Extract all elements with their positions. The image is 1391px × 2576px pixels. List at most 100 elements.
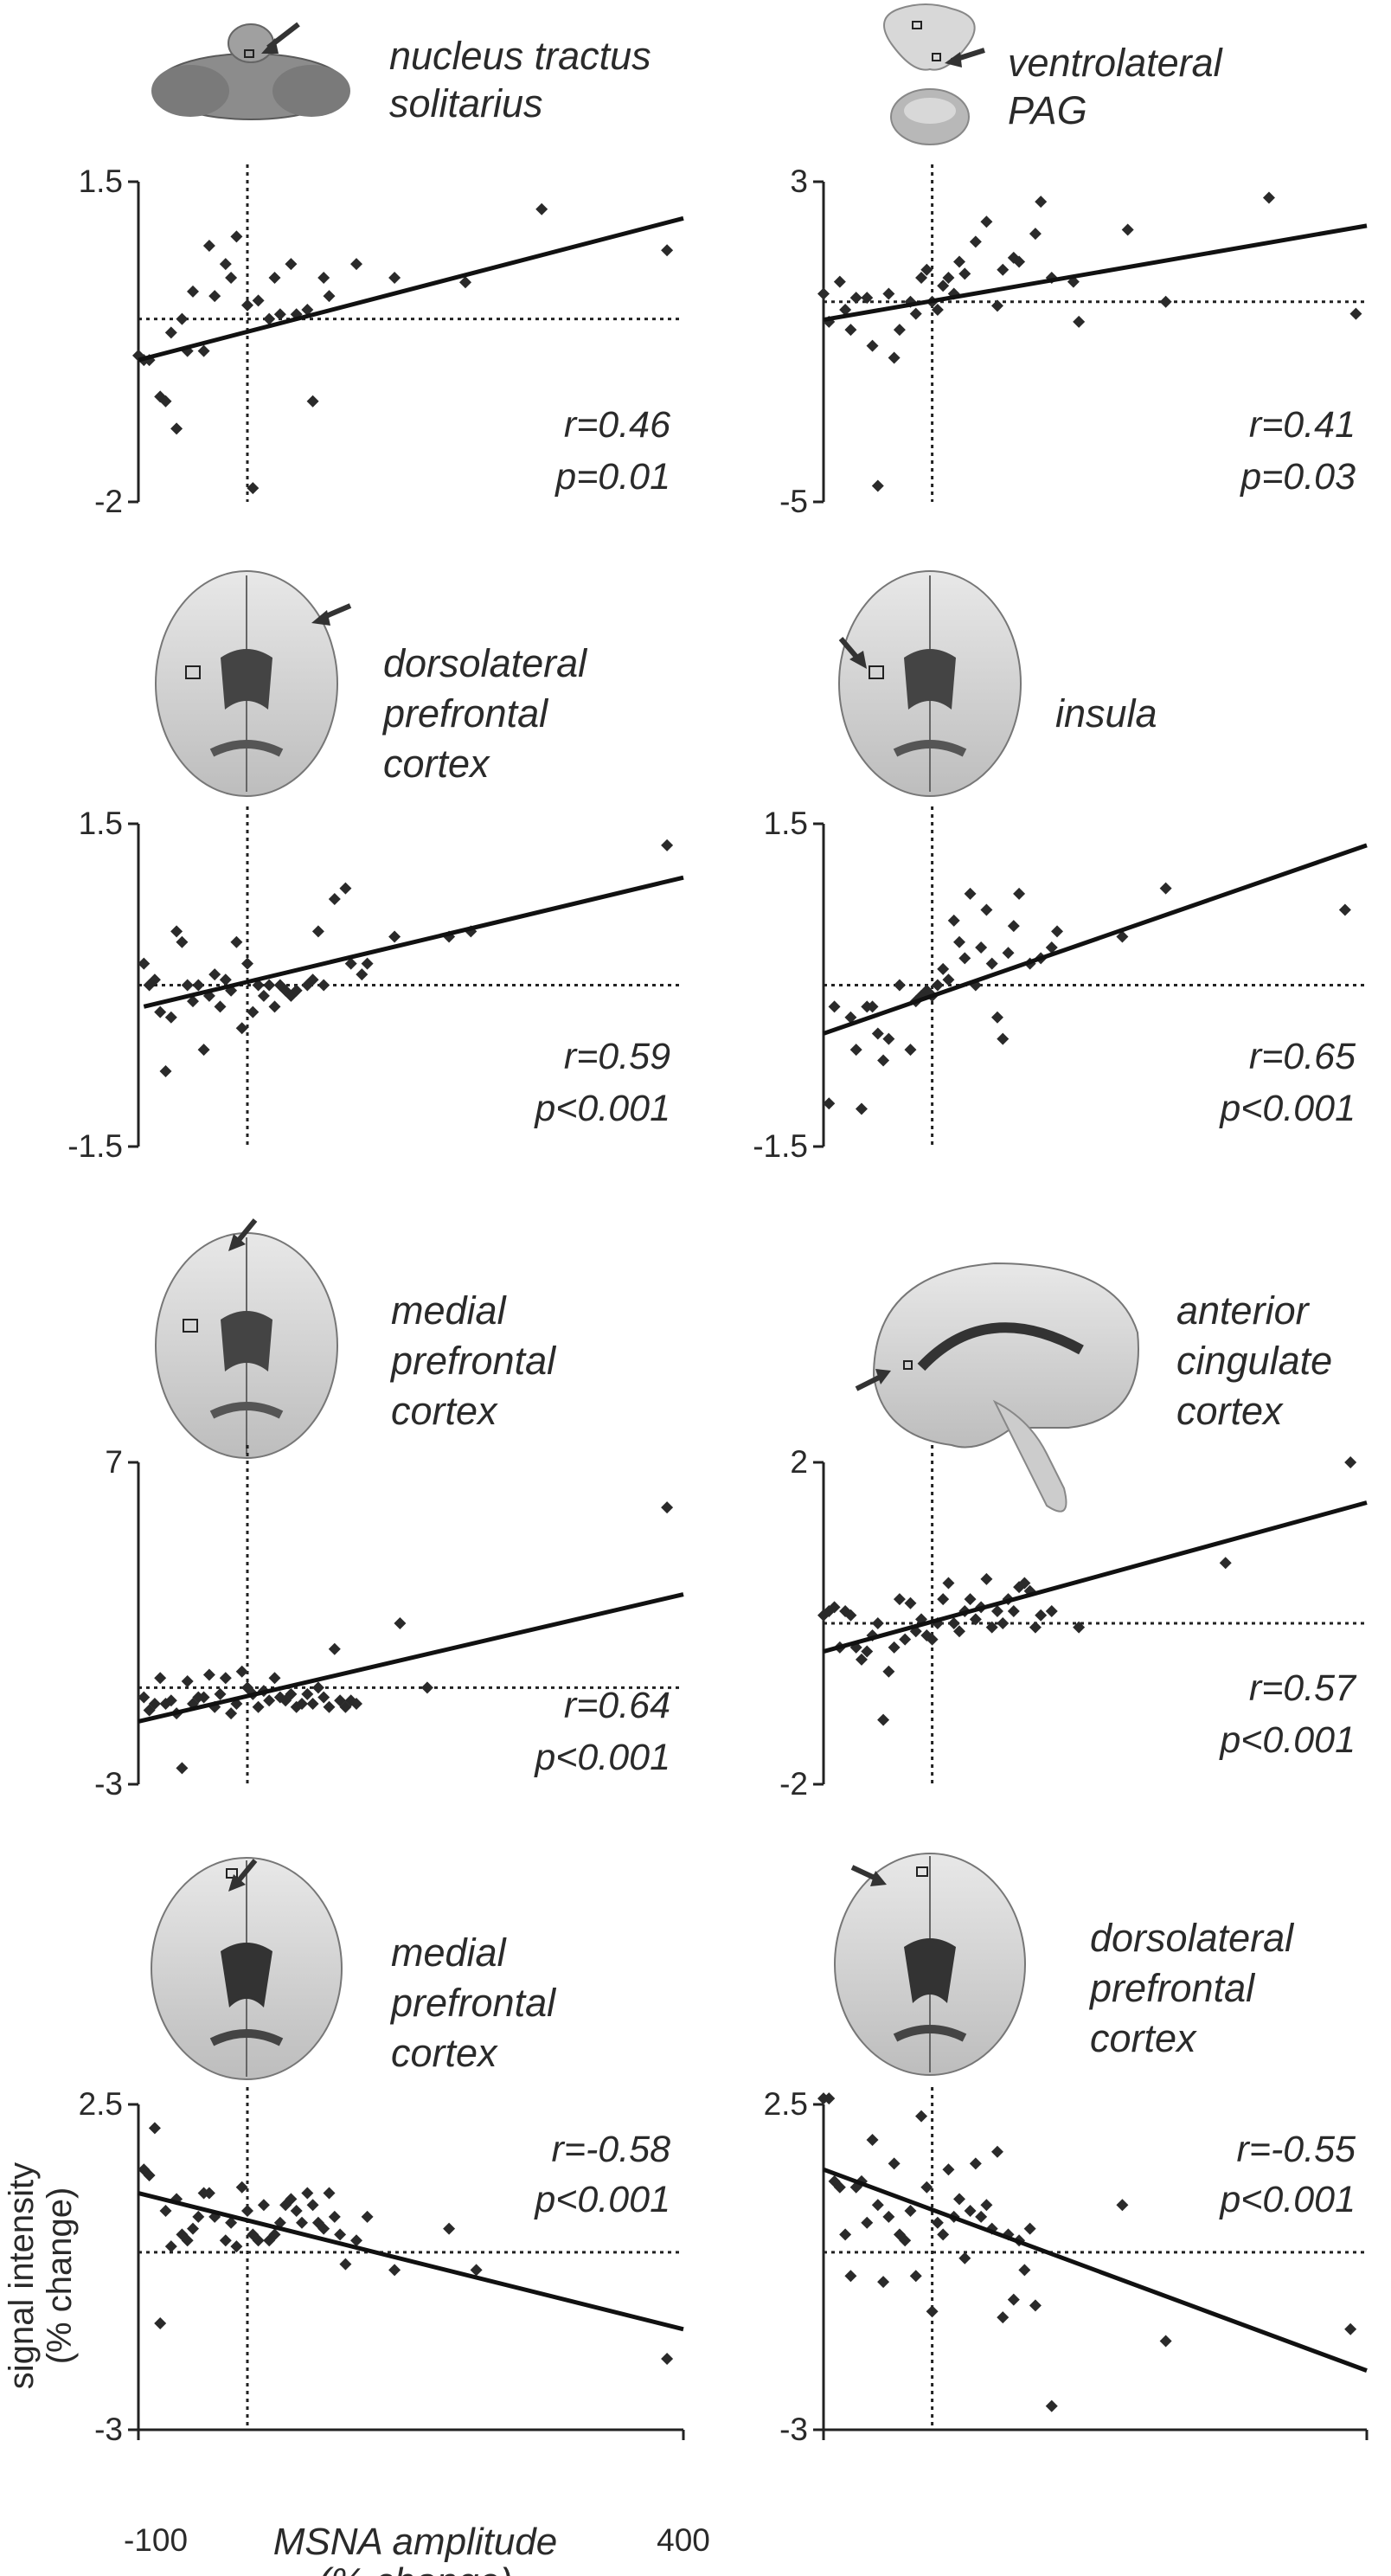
data-point: [915, 2110, 928, 2123]
data-point: [958, 267, 971, 280]
data-point: [985, 957, 998, 970]
data-point: [828, 1601, 841, 1614]
data-point: [219, 2234, 232, 2247]
data-point: [197, 344, 210, 357]
data-point: [285, 2193, 298, 2206]
data-point: [164, 1694, 177, 1707]
data-point: [208, 290, 221, 303]
data-point: [920, 263, 933, 276]
data-point: [888, 351, 901, 364]
data-point: [877, 1713, 890, 1726]
data-point: [1018, 2264, 1031, 2277]
data-point: [1159, 2335, 1172, 2348]
correlation-p-label: p<0.001: [1218, 1088, 1356, 1129]
data-point: [997, 1032, 1010, 1045]
data-point: [241, 957, 253, 970]
data-point: [980, 2199, 993, 2212]
data-point: [306, 1698, 319, 1710]
data-point: [164, 326, 177, 339]
y-tick-label-bottom: -2: [94, 484, 123, 519]
data-point: [953, 1625, 965, 1638]
data-point: [1029, 2299, 1042, 2312]
data-point: [661, 838, 674, 851]
regression-line: [138, 1592, 684, 1724]
data-point: [871, 479, 884, 492]
regression-line: [823, 223, 1368, 323]
data-point: [176, 935, 189, 948]
y-axis-label: signal intensity(% change): [3, 2162, 79, 2389]
data-point: [257, 2199, 270, 2212]
data-point: [980, 1572, 993, 1585]
data-point: [1035, 196, 1048, 209]
data-point: [164, 2240, 177, 2253]
data-point: [997, 263, 1010, 276]
scatter-plot-mpfc: 7-3r=0.64p<0.001: [94, 1444, 684, 1802]
y-tick-label-bottom: -1.5: [67, 1128, 123, 1164]
data-point: [937, 279, 950, 292]
data-point: [214, 1000, 227, 1013]
data-point: [268, 272, 281, 284]
data-point: [849, 1044, 862, 1057]
data-point: [159, 2205, 172, 2218]
data-point: [964, 1593, 977, 1606]
data-point: [241, 2205, 253, 2218]
data-point: [1159, 882, 1172, 895]
data-point: [323, 290, 336, 303]
data-point: [909, 307, 922, 320]
data-point: [268, 1000, 281, 1013]
data-point: [187, 2222, 199, 2235]
data-point: [861, 2216, 874, 2229]
data-point: [909, 2270, 922, 2283]
data-point: [263, 979, 276, 992]
scatter-plot-mpfc-negative: 2.5-3r=-0.58p<0.001: [79, 2086, 685, 2447]
regression-line: [823, 843, 1368, 1036]
data-point: [350, 258, 362, 271]
data-point: [990, 299, 1003, 312]
data-point: [181, 2234, 194, 2247]
data-point: [176, 312, 189, 325]
data-point: [844, 324, 857, 337]
data-point: [148, 1698, 161, 1710]
data-point: [1344, 1456, 1357, 1468]
data-point: [170, 422, 183, 435]
data-point: [285, 258, 298, 271]
data-point: [208, 968, 221, 981]
data-point: [388, 2264, 401, 2277]
correlation-p-label: p<0.001: [533, 1737, 670, 1778]
data-point: [164, 1011, 177, 1024]
data-point: [187, 995, 199, 1008]
data-point: [192, 2210, 205, 2223]
data-point: [459, 276, 471, 289]
data-point: [350, 1698, 362, 1710]
data-point: [235, 1665, 248, 1678]
data-point: [915, 272, 928, 284]
data-point: [882, 1665, 895, 1678]
regression-line: [138, 215, 684, 363]
data-point: [197, 1691, 210, 1704]
correlation-p-label: p<0.001: [533, 2179, 670, 2220]
data-point: [181, 979, 194, 992]
data-point: [214, 1687, 227, 1700]
data-point: [202, 2187, 215, 2200]
y-tick-label-bottom: -3: [94, 2412, 123, 2447]
data-point: [143, 2169, 156, 2182]
data-point: [1045, 941, 1058, 954]
y-tick-label-bottom: -2: [779, 1766, 808, 1802]
data-point: [904, 1596, 917, 1609]
data-point: [268, 1672, 281, 1685]
data-point: [225, 2216, 238, 2229]
data-point: [942, 272, 955, 284]
data-point: [844, 2270, 857, 2283]
data-point: [394, 1617, 407, 1629]
data-point: [844, 1609, 857, 1622]
y-tick-label-top: 2.5: [764, 2086, 808, 2122]
data-point: [252, 294, 265, 307]
data-point: [187, 285, 199, 298]
data-point: [252, 1700, 265, 1713]
data-point: [154, 1672, 167, 1685]
data-point: [247, 1005, 260, 1018]
data-point: [273, 308, 286, 321]
